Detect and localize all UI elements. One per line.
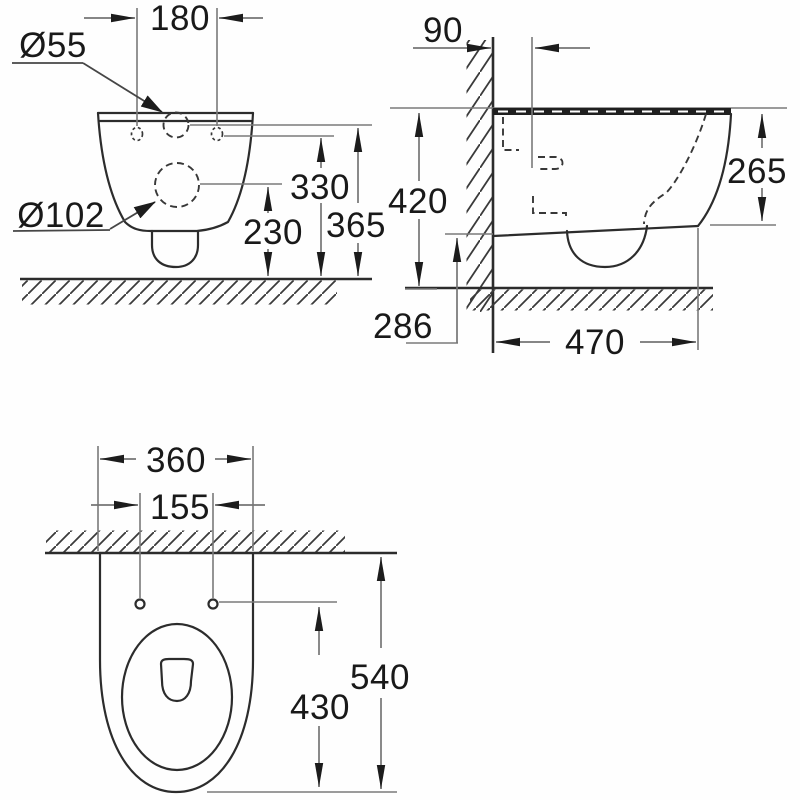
flush-distributor	[159, 657, 195, 703]
dim-label-155: 155	[150, 488, 210, 527]
bowl-rim-opening	[120, 622, 234, 772]
dim-90: 90	[413, 11, 590, 53]
outlet-hole-circle	[154, 162, 200, 208]
dim-label-330: 330	[290, 168, 350, 207]
dim-label-265: 265	[727, 152, 787, 191]
wall-hatch-plan	[46, 530, 345, 553]
dim-330: 330	[290, 138, 350, 276]
floor-hatch-front	[22, 280, 337, 305]
dim-label-o55: Ø55	[19, 26, 87, 65]
outlet-connection-dashed	[532, 196, 567, 219]
mounting-hole-plan-right	[207, 598, 219, 610]
dim-label-90: 90	[423, 11, 463, 50]
dim-230: 230	[243, 187, 303, 276]
dim-470: 470	[496, 228, 699, 362]
dim-360: 360	[97, 441, 254, 551]
floor-hatch-side	[470, 289, 713, 311]
toilet-side-underside	[491, 224, 700, 238]
dim-265: 265	[710, 114, 787, 226]
mounting-hole-front-left	[130, 126, 144, 142]
dim-label-180: 180	[150, 0, 210, 38]
dim-label-430: 430	[290, 688, 350, 727]
outlet-spigot-front	[150, 229, 200, 269]
bowl-inner-profile-dashed	[643, 113, 707, 225]
flush-channel-dashed	[502, 117, 519, 151]
dim-label-365: 365	[326, 206, 386, 245]
dim-365: 365	[326, 128, 386, 276]
dim-420: 420	[388, 113, 448, 290]
wall-hatch	[466, 40, 493, 312]
toilet-side-front-curve	[696, 112, 733, 228]
dim-180: 180	[84, 0, 263, 126]
toilet-front-outline	[96, 111, 255, 233]
plan-view: 360 155 430 540	[45, 441, 410, 794]
label-flush-hole-diameter: Ø55	[12, 26, 163, 113]
dim-label-286: 286	[373, 307, 433, 346]
label-outlet-diameter: Ø102	[12, 196, 156, 235]
dim-label-420: 420	[388, 182, 448, 221]
dim-430: 430	[290, 607, 350, 787]
mounting-hole-front-right	[210, 126, 224, 142]
inlet-socket-dashed	[538, 156, 564, 170]
mounting-hole-plan-left	[134, 598, 146, 610]
dim-label-230: 230	[243, 213, 303, 252]
dim-label-360: 360	[146, 441, 206, 480]
dim-label-470: 470	[565, 323, 625, 362]
dim-286: 286	[373, 233, 493, 346]
toilet-plan-outline	[98, 551, 255, 794]
flush-hole-circle	[162, 111, 190, 139]
dim-label-540: 540	[350, 658, 410, 697]
dim-label-o102: Ø102	[17, 196, 105, 235]
dim-155: 155	[91, 488, 265, 598]
dim-540: 540	[350, 557, 410, 789]
side-view: 90 420 265 286 470	[373, 11, 787, 362]
toilet-side-trap-dip	[565, 224, 649, 269]
front-view: 180 Ø55 Ø102 330 230	[12, 0, 386, 305]
